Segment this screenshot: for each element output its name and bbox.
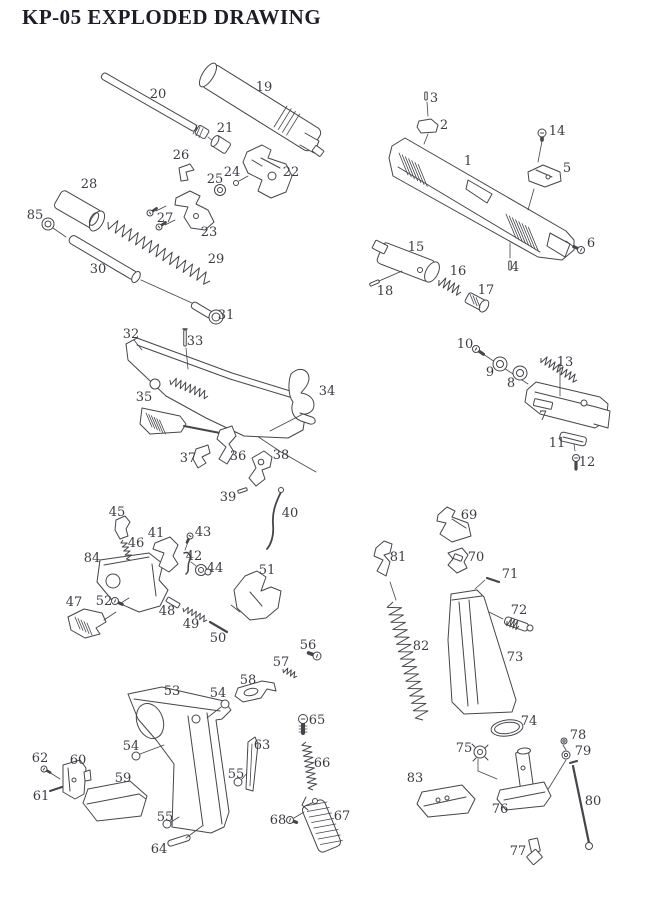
part-label-18: 18: [377, 284, 394, 299]
part-label-64: 64: [151, 842, 168, 857]
part-label-75: 75: [456, 741, 473, 756]
part-label-47: 47: [66, 595, 83, 610]
part-label-35: 35: [136, 390, 153, 405]
part-label-3: 3: [430, 91, 438, 106]
part-label-84: 84: [84, 551, 101, 566]
part-label-21: 21: [217, 121, 234, 136]
part-label-24: 24: [224, 165, 241, 180]
part-label-26: 26: [173, 148, 190, 163]
part-label-57: 57: [273, 655, 290, 670]
part-label-19: 19: [256, 80, 273, 95]
part-label-71: 71: [502, 567, 519, 582]
part-label-43: 43: [195, 525, 212, 540]
part-label-73: 73: [507, 650, 524, 665]
part-label-7: 7: [539, 409, 547, 424]
part-label-48: 48: [159, 604, 176, 619]
part-label-72: 72: [511, 603, 528, 618]
part-label-54: 54: [123, 739, 140, 754]
part-label-30: 30: [90, 262, 107, 277]
part-label-8: 8: [507, 376, 515, 391]
part-label-78: 78: [570, 728, 587, 743]
part-label-49: 49: [183, 617, 200, 632]
part-label-16: 16: [450, 264, 467, 279]
part-label-55: 55: [157, 810, 174, 825]
part-label-11: 11: [549, 436, 566, 451]
part-label-9: 9: [486, 365, 494, 380]
part-label-20: 20: [150, 87, 167, 102]
part-label-62: 62: [32, 751, 49, 766]
part-label-40: 40: [282, 506, 299, 521]
part-label-70: 70: [468, 550, 485, 565]
part-label-81: 81: [390, 550, 407, 565]
part-label-82: 82: [413, 639, 430, 654]
part-label-45: 45: [109, 505, 126, 520]
part-label-17: 17: [478, 283, 495, 298]
part-label-31: 31: [218, 308, 235, 323]
part-label-65: 65: [309, 713, 326, 728]
part-label-79: 79: [575, 744, 592, 759]
part-label-2: 2: [440, 118, 448, 133]
part-label-34: 34: [319, 384, 336, 399]
part-label-63: 63: [254, 738, 271, 753]
part-label-66: 66: [314, 756, 331, 771]
part-label-29: 29: [208, 252, 225, 267]
part-label-4: 4: [511, 260, 519, 275]
part-label-77: 77: [510, 844, 527, 859]
part-label-14: 14: [549, 124, 566, 139]
part-label-5: 5: [563, 161, 571, 176]
part-label-33: 33: [187, 334, 204, 349]
part-label-67: 67: [334, 809, 351, 824]
part-label-6: 6: [587, 236, 595, 251]
part-label-53: 53: [164, 684, 181, 699]
part-label-41: 41: [148, 526, 165, 541]
part-label-56: 56: [300, 638, 317, 653]
part-label-28: 28: [81, 177, 98, 192]
part-label-59: 59: [115, 771, 132, 786]
part-label-27: 27: [157, 211, 174, 226]
drawing-title: KP-05 EXPLODED DRAWING: [22, 5, 322, 29]
part-label-25: 25: [207, 172, 224, 187]
part-label-39: 39: [220, 490, 237, 505]
part-label-83: 83: [407, 771, 424, 786]
part-label-36: 36: [230, 449, 247, 464]
part-label-38: 38: [273, 448, 290, 463]
part-label-58: 58: [240, 673, 257, 688]
part-label-80: 80: [585, 794, 602, 809]
part-label-46: 46: [128, 536, 145, 551]
part-label-76: 76: [492, 802, 509, 817]
part-label-69: 69: [461, 508, 478, 523]
part-label-55: 55: [228, 767, 245, 782]
part-label-42: 42: [186, 549, 203, 564]
part-label-22: 22: [283, 165, 300, 180]
part-label-74: 74: [521, 714, 538, 729]
part-label-12: 12: [579, 455, 596, 470]
part-label-23: 23: [201, 225, 218, 240]
part-label-1: 1: [464, 154, 472, 169]
part-label-61: 61: [33, 789, 50, 804]
part-label-32: 32: [123, 327, 140, 342]
part-label-10: 10: [457, 337, 474, 352]
part-label-85: 85: [27, 208, 44, 223]
part-label-68: 68: [270, 813, 287, 828]
part-label-13: 13: [557, 355, 574, 370]
part-label-37: 37: [180, 451, 197, 466]
part-label-44: 44: [207, 561, 224, 576]
part-label-52: 52: [96, 594, 113, 609]
part-label-60: 60: [70, 753, 87, 768]
part-label-54: 54: [210, 686, 227, 701]
part-label-15: 15: [408, 240, 425, 255]
part-label-51: 51: [259, 563, 276, 578]
part-label-50: 50: [210, 631, 227, 646]
